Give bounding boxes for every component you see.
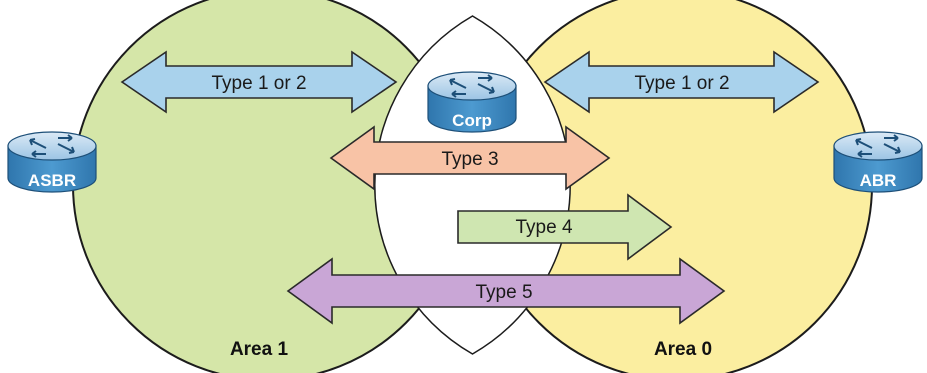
router-label: ABR <box>860 171 897 190</box>
arrow-type-1-or-2-area-0: Type 1 or 2 <box>543 50 820 114</box>
arrow-label: Type 5 <box>475 282 532 303</box>
router-icon <box>427 71 517 133</box>
router-abr: ABR <box>833 131 923 193</box>
arrow-label: Type 4 <box>515 217 572 238</box>
arrow-label: Type 3 <box>441 149 498 170</box>
area-1-label: Area 1 <box>230 339 289 360</box>
router-icon <box>7 131 97 193</box>
router-label: Corp <box>452 111 492 130</box>
arrow-type-4: Type 4 <box>457 193 673 261</box>
router-icon <box>833 131 923 193</box>
arrow-type-3: Type 3 <box>329 125 611 191</box>
arrow-type-5: Type 5 <box>286 257 726 325</box>
arrow-type-1-or-2-area-1: Type 1 or 2 <box>120 50 398 114</box>
router-asbr: ASBR <box>7 131 97 193</box>
arrow-label: Type 1 or 2 <box>211 73 306 94</box>
router-label: ASBR <box>28 171 76 190</box>
router-corp: Corp <box>427 71 517 133</box>
arrow-label: Type 1 or 2 <box>634 73 729 94</box>
area-overlap <box>374 15 571 355</box>
area-0-label: Area 0 <box>654 339 712 360</box>
